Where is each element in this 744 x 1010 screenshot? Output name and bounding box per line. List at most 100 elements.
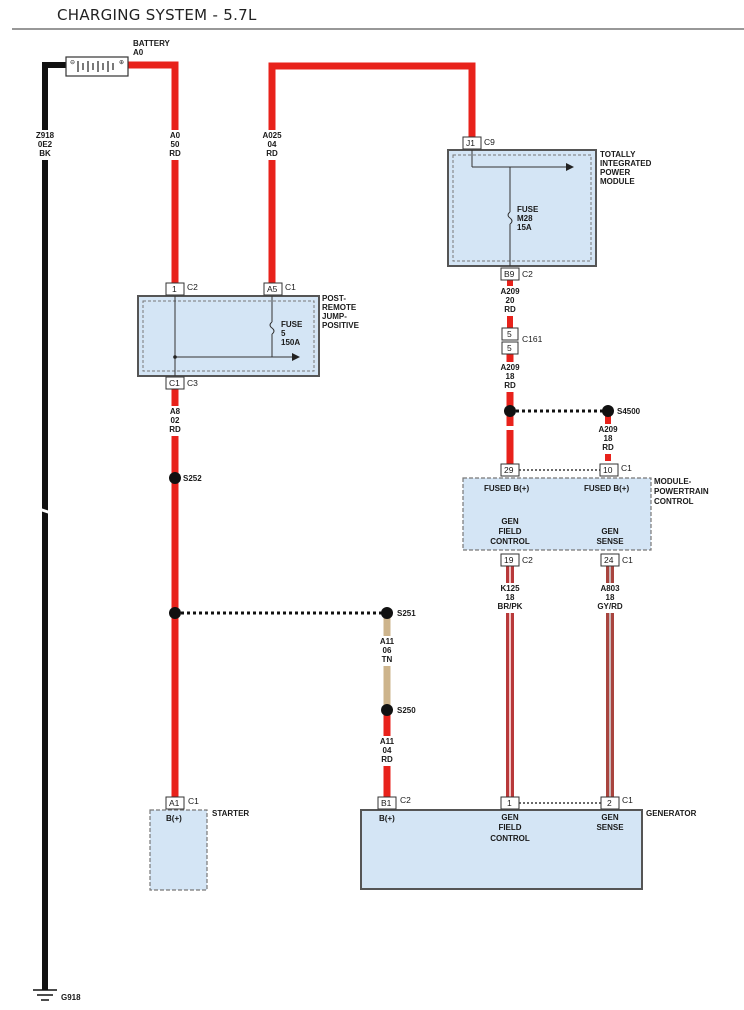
- tipm-name-3: POWER: [600, 168, 630, 177]
- starter-pin-a1-label: A1: [169, 798, 180, 808]
- svg-text:RD: RD: [602, 443, 614, 452]
- pcm-pin-10-label: 10: [603, 465, 613, 475]
- wire-a025[interactable]: [268, 62, 476, 283]
- post-remote-pin-c1[interactable]: [165, 376, 185, 390]
- tipm-module[interactable]: [447, 149, 597, 267]
- post-remote-conn-c2: C2: [187, 282, 198, 292]
- pcm-gen-field-1: GEN: [501, 517, 519, 526]
- svg-text:18: 18: [604, 434, 613, 443]
- svg-text:04: 04: [268, 140, 277, 149]
- generator-pin-2[interactable]: [600, 796, 620, 810]
- post-remote-module[interactable]: [137, 295, 320, 377]
- svg-text:Z918: Z918: [36, 131, 55, 140]
- pcm-pin-24[interactable]: [600, 553, 620, 567]
- svg-text:BK: BK: [39, 149, 51, 158]
- tipm-fuse-label-3: 15A: [517, 223, 532, 232]
- post-remote-name-1: POST-: [322, 294, 346, 303]
- splice-s4500-end[interactable]: [602, 405, 614, 417]
- battery-sublabel: A0: [133, 48, 144, 57]
- wire-a0[interactable]: [128, 61, 179, 283]
- starter-component[interactable]: [149, 809, 208, 891]
- post-remote-conn-c1: C1: [285, 282, 296, 292]
- svg-text:04: 04: [383, 746, 392, 755]
- tipm-name-4: MODULE: [600, 177, 635, 186]
- splice-s252-label: S252: [183, 474, 202, 483]
- post-remote-fuse-label-3: 150A: [281, 338, 300, 347]
- post-remote-pin-c1-label: C1: [169, 378, 180, 388]
- c161-label: C161: [522, 334, 543, 344]
- pcm-pin-10[interactable]: [599, 463, 619, 477]
- generator-conn-c2: C2: [400, 795, 411, 805]
- svg-text:06: 06: [383, 646, 392, 655]
- splice-s250-label: S250: [397, 706, 416, 715]
- generator-pin-1[interactable]: [500, 796, 520, 810]
- wire-z918[interactable]: [42, 62, 66, 990]
- svg-text:18: 18: [506, 372, 515, 381]
- generator-gen-field-2: FIELD: [498, 823, 521, 832]
- tipm-pin-b9[interactable]: [500, 267, 520, 281]
- svg-text:⊖: ⊖: [70, 60, 75, 66]
- pcm-conn-c1-bottom: C1: [622, 555, 633, 565]
- svg-text:A209: A209: [500, 287, 520, 296]
- tipm-conn-c2: C2: [522, 269, 533, 279]
- generator-gen-sense-1: GEN: [601, 813, 619, 822]
- pcm-gen-field-3: CONTROL: [490, 537, 530, 546]
- generator-pin-b1-label: B1: [381, 798, 392, 808]
- wire-label-k125: K125 18 BR/PK: [494, 583, 526, 613]
- splice-s251[interactable]: [381, 607, 393, 619]
- svg-text:A8: A8: [170, 407, 181, 416]
- pcm-name-2: POWERTRAIN: [654, 487, 709, 496]
- splice-s250[interactable]: [381, 704, 393, 716]
- svg-text:RD: RD: [169, 149, 181, 158]
- svg-text:GY/RD: GY/RD: [597, 602, 623, 611]
- pcm-pin-19[interactable]: [500, 553, 520, 567]
- post-remote-name-2: REMOTE: [322, 303, 357, 312]
- pcm-pin-29[interactable]: [500, 463, 520, 477]
- c161-pin-top[interactable]: [501, 327, 519, 341]
- wire-label-z918: Z918 0E2 BK: [28, 130, 62, 160]
- page-title: CHARGING SYSTEM - 5.7L: [57, 6, 257, 24]
- c161-pin-bottom[interactable]: [501, 341, 519, 355]
- svg-text:0E2: 0E2: [38, 140, 53, 149]
- svg-text:K125: K125: [500, 584, 520, 593]
- generator-gen-field-1: GEN: [501, 813, 519, 822]
- svg-text:20: 20: [506, 296, 515, 305]
- wire-label-a11-tn: A11 06 TN: [373, 636, 401, 666]
- wire-z918-break: [35, 506, 55, 516]
- generator-gen-sense-2: SENSE: [596, 823, 624, 832]
- svg-text:A803: A803: [600, 584, 620, 593]
- splice-s4500[interactable]: [504, 405, 516, 417]
- tipm-pin-b9-label: B9: [504, 269, 515, 279]
- post-remote-fuse-icon: [269, 321, 275, 335]
- starter-terminal: B(+): [166, 814, 182, 823]
- pcm-name-3: CONTROL: [654, 497, 694, 506]
- generator-component[interactable]: [360, 809, 643, 890]
- pcm-module[interactable]: [462, 477, 652, 551]
- starter-pin-a1[interactable]: [165, 796, 185, 810]
- wire-label-a8: A8 02 RD: [161, 406, 189, 436]
- svg-text:A209: A209: [598, 425, 618, 434]
- svg-text:TN: TN: [382, 655, 393, 664]
- svg-text:RD: RD: [169, 425, 181, 434]
- svg-text:50: 50: [171, 140, 180, 149]
- svg-text:A11: A11: [380, 737, 395, 746]
- c161-pin-top-label: 5: [507, 329, 512, 339]
- generator-pin-1-label: 1: [507, 798, 512, 808]
- generator-pin-b1[interactable]: [377, 796, 397, 810]
- battery-icon[interactable]: ⊖ ⊕: [65, 56, 129, 77]
- wire-label-a209-upper: A209 20 RD: [495, 286, 525, 316]
- splice-s251-left[interactable]: [169, 607, 181, 619]
- pcm-fused-right: FUSED B(+): [584, 484, 629, 493]
- wire-label-a803: A803 18 GY/RD: [593, 583, 627, 613]
- svg-text:RD: RD: [504, 305, 516, 314]
- pcm-conn-c1-top: C1: [621, 463, 632, 473]
- post-remote-pin-1[interactable]: [165, 282, 185, 296]
- splice-s252[interactable]: [169, 472, 181, 484]
- tipm-pin-j1[interactable]: [462, 136, 482, 150]
- tipm-fuse-icon: [507, 211, 513, 225]
- svg-text:RD: RD: [504, 381, 516, 390]
- generator-name: GENERATOR: [646, 809, 697, 818]
- post-remote-pin-a5[interactable]: [263, 282, 283, 296]
- svg-text:BR/PK: BR/PK: [498, 602, 523, 611]
- tipm-name-1: TOTALLY: [600, 150, 636, 159]
